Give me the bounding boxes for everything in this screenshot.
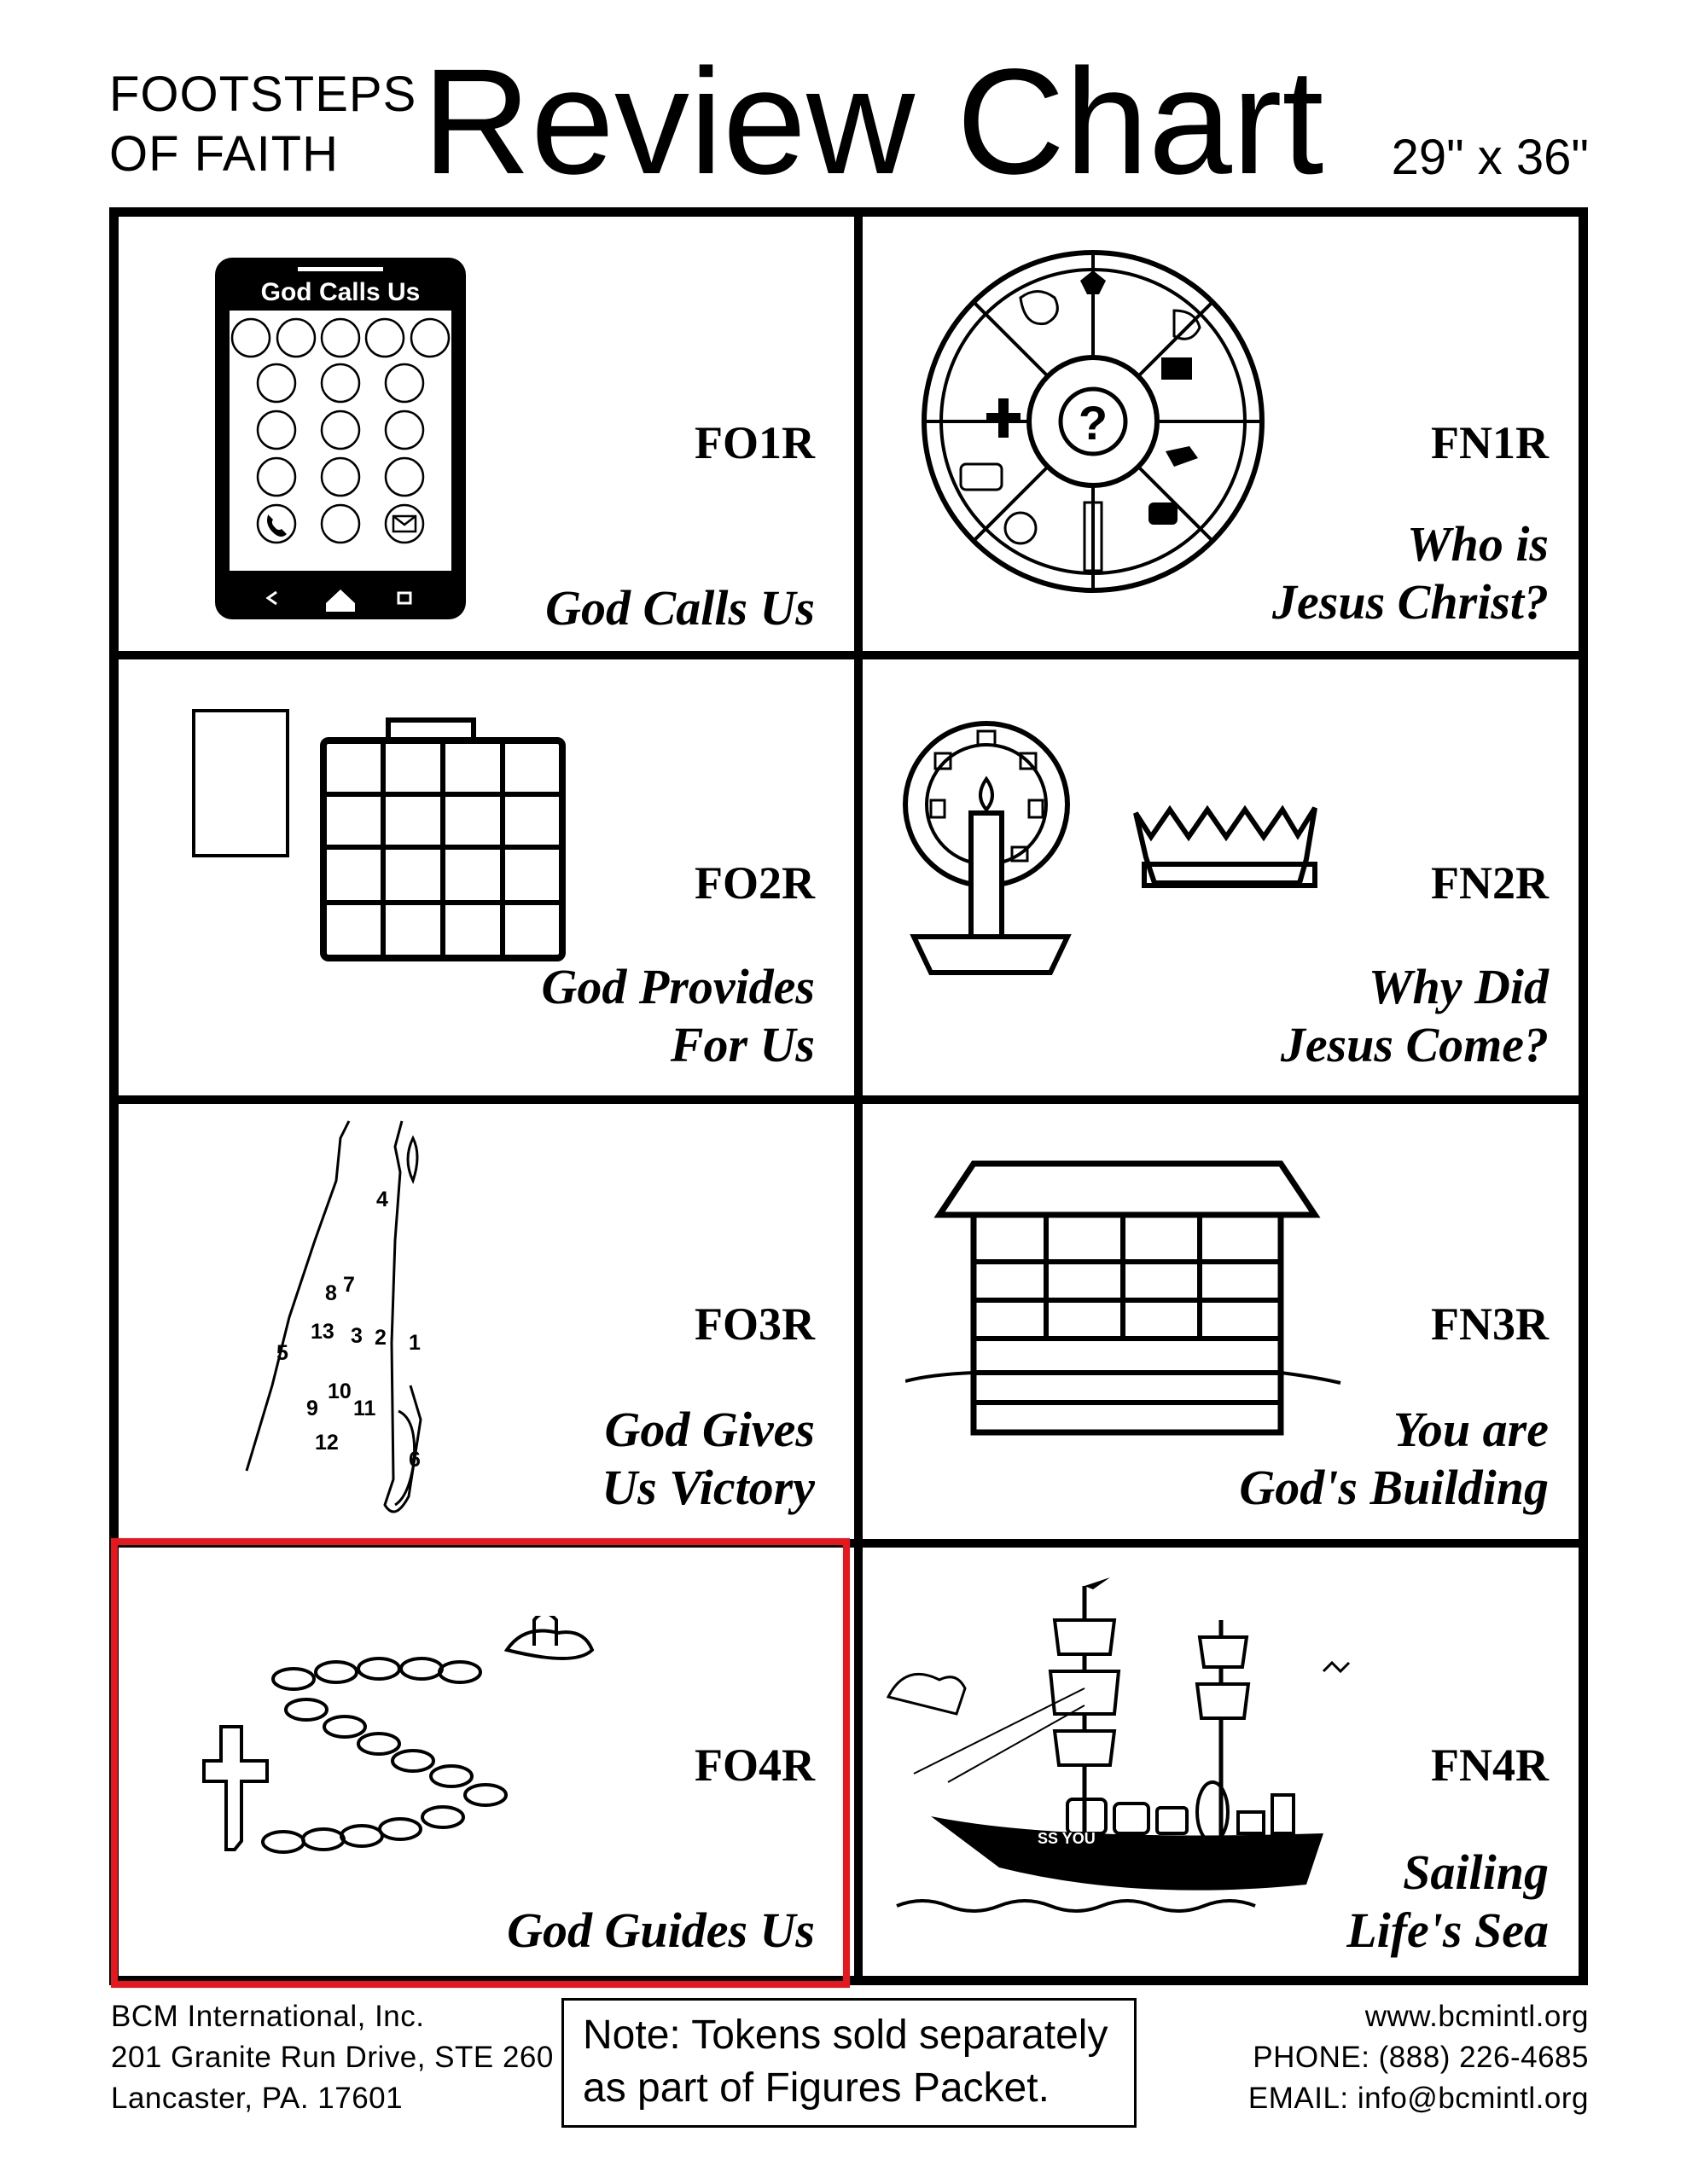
cell-caption-line-2: Life's Sea bbox=[1346, 1902, 1549, 1958]
cell-caption-line-2: Jesus Come? bbox=[1280, 1017, 1549, 1072]
map-number: 12 bbox=[315, 1431, 339, 1455]
highlight-box-fo4r bbox=[111, 1538, 850, 1988]
note-line-2: as part of Figures Packet. bbox=[583, 2065, 1050, 2111]
cell-caption-line-1: Who is bbox=[1406, 516, 1549, 572]
map-number: 2 bbox=[375, 1326, 387, 1350]
map-number: 10 bbox=[328, 1380, 352, 1403]
note-line-1: Note: Tokens sold separately bbox=[583, 2013, 1108, 2058]
cell-fn1r[interactable]: ? FN1R Who is Jesus Christ? bbox=[863, 217, 1588, 651]
footer-website[interactable]: www.bcmintl.org bbox=[1364, 2000, 1589, 2033]
cell-fn3r[interactable]: FN3R You are God's Building bbox=[863, 1104, 1588, 1539]
cell-fo2r[interactable]: FO2R God Provides For Us bbox=[119, 659, 854, 1095]
cell-fn2r[interactable]: FN2R Why Did Jesus Come? bbox=[863, 659, 1588, 1095]
cell-code: FO4R bbox=[695, 1740, 815, 1791]
note-box: Note: Tokens sold separately as part of … bbox=[561, 1998, 1137, 2128]
cell-caption-line-1: God Provides bbox=[541, 959, 815, 1014]
map-icon: 4 8 7 13 3 2 1 5 10 9 11 12 6 bbox=[245, 1120, 422, 1513]
map-number: 5 bbox=[276, 1341, 288, 1365]
cell-fo1r[interactable]: God Calls Us FO1R God Calls Us bbox=[119, 217, 854, 651]
series-line-1: FOOTSTEPS bbox=[109, 67, 417, 122]
chart-size: 29" x 36" bbox=[1391, 130, 1589, 185]
map-number: 9 bbox=[306, 1397, 318, 1420]
cell-caption-line-1: God Gives bbox=[604, 1402, 815, 1457]
phone-icon: God Calls Us bbox=[215, 258, 466, 619]
ship-icon: SS YOU bbox=[886, 1577, 1351, 1913]
review-chart-grid: God Calls Us FO1R God Calls Us bbox=[109, 207, 1588, 1985]
footer-address: BCM International, Inc. 201 Granite Run … bbox=[111, 1996, 554, 2119]
cell-caption-line-2: God's Building bbox=[1239, 1460, 1549, 1515]
cell-code: FN3R bbox=[1431, 1298, 1549, 1350]
map-number: 11 bbox=[353, 1397, 376, 1420]
cell-caption-line-1: God Guides Us bbox=[507, 1902, 815, 1958]
cell-caption-line-1: Why Did bbox=[1368, 959, 1549, 1014]
cell-code: FO2R bbox=[695, 857, 815, 909]
map-number: 7 bbox=[343, 1273, 355, 1297]
map-number: 8 bbox=[325, 1281, 337, 1305]
cell-caption-line-1: God Calls Us bbox=[545, 580, 815, 636]
page-title: Review Chart bbox=[422, 38, 1324, 206]
map-number: 13 bbox=[311, 1320, 334, 1344]
map-number: 6 bbox=[409, 1448, 421, 1472]
svg-text:?: ? bbox=[1079, 396, 1108, 450]
grid-divider-row-2 bbox=[119, 1095, 1579, 1104]
phone-screen-title: God Calls Us bbox=[261, 278, 421, 306]
suitcase-icon bbox=[192, 709, 566, 961]
footer-address-line-1: 201 Granite Run Drive, STE 260 bbox=[111, 2041, 554, 2074]
cell-code: FO1R bbox=[695, 417, 815, 468]
building-icon bbox=[905, 1160, 1341, 1436]
footer-phone: PHONE: (888) 226-4685 bbox=[1253, 2041, 1589, 2074]
series-line-2: OF FAITH bbox=[109, 126, 339, 182]
cell-code: FN2R bbox=[1431, 857, 1549, 909]
grid-divider-row-1 bbox=[119, 651, 1579, 659]
cell-code: FN4R bbox=[1431, 1740, 1549, 1791]
footer-email[interactable]: EMAIL: info@bcmintl.org bbox=[1247, 2082, 1589, 2115]
footsteps-icon bbox=[202, 1616, 595, 1854]
series-name: FOOTSTEPS OF FAITH bbox=[109, 65, 416, 184]
ship-name: SS YOU bbox=[1038, 1830, 1096, 1847]
cell-caption-line-1: You are bbox=[1393, 1402, 1549, 1457]
cell-fo4r[interactable]: FO4R God Guides Us bbox=[119, 1548, 854, 1985]
cell-fo3r[interactable]: 4 8 7 13 3 2 1 5 10 9 11 12 6 FO3R God G… bbox=[119, 1104, 854, 1539]
footer-contact: www.bcmintl.org PHONE: (888) 226-4685 EM… bbox=[1248, 1996, 1589, 2119]
cell-code: FN1R bbox=[1431, 417, 1549, 468]
cell-caption-line-1: Sailing bbox=[1403, 1844, 1549, 1900]
cell-code: FO3R bbox=[695, 1298, 815, 1350]
cell-caption-line-2: For Us bbox=[670, 1017, 815, 1072]
footer-address-line-2: Lancaster, PA. 17601 bbox=[111, 2082, 404, 2115]
cell-fn4r[interactable]: SS YOU FN4R Sailing Life's Sea bbox=[863, 1548, 1588, 1985]
map-number: 4 bbox=[376, 1188, 388, 1211]
map-number: 3 bbox=[351, 1324, 363, 1348]
map-number: 1 bbox=[409, 1331, 421, 1355]
cell-caption-line-2: Jesus Christ? bbox=[1272, 574, 1549, 630]
wheel-icon: ? bbox=[922, 250, 1265, 593]
footer-org: BCM International, Inc. bbox=[111, 2000, 425, 2033]
cell-caption-line-2: Us Victory bbox=[602, 1460, 815, 1515]
candle-crown-icon bbox=[903, 721, 1317, 975]
